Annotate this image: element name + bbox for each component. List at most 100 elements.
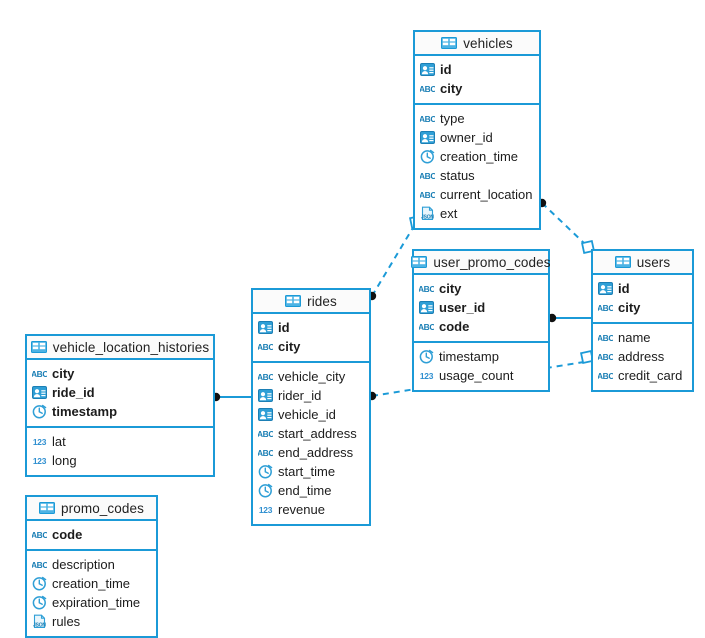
column-field[interactable]: expiration_time [27,593,156,612]
primary-key-field[interactable]: id [415,60,539,79]
primary-key-field[interactable]: ABCcity [415,79,539,98]
abc-icon: ABC [258,429,273,439]
abc-icon: ABC [258,448,273,458]
column-field[interactable]: rider_id [253,386,369,405]
column-field[interactable]: ABC credit_card [593,366,692,385]
column-field[interactable]: creation_time [27,574,156,593]
abc-icon: ABC [420,84,435,94]
id-card-icon [258,321,273,334]
entity-table-rides[interactable]: rides idABCcityABCvehicle_cityrider_idveh… [251,288,371,526]
primary-key-field[interactable]: timestamp [27,402,213,421]
field-name: owner_id [440,130,493,145]
svg-text:ABC: ABC [32,560,47,570]
column-field[interactable]: owner_id [415,128,539,147]
column-field[interactable]: JSON rules [27,612,156,631]
svg-text:ABC: ABC [598,333,613,343]
column-field[interactable]: ABC start_address [253,424,369,443]
entity-table-promo-codes[interactable]: promo_codesABCcodeABCdescription creation… [25,495,158,638]
primary-key-field[interactable]: ABCcode [27,525,156,544]
field-name: rules [52,614,81,629]
field-name: id [278,320,290,335]
primary-key-field[interactable]: ABCcode [414,317,548,336]
entity-header[interactable]: user_promo_codes [411,251,550,275]
field-name: ride_id [52,385,95,400]
column-field[interactable]: end_time [253,481,369,500]
entity-title: rides [307,293,337,309]
relationship-line [541,202,586,245]
column-field[interactable]: vehicle_id [253,405,369,424]
column-field[interactable]: ABCcurrent_location [415,185,539,204]
primary-key-field[interactable]: ABCcity [27,364,213,383]
primary-key-field-group: ABCcity ride_id timestamp [27,360,213,426]
primary-key-field[interactable]: user_id [414,298,548,317]
entity-header[interactable]: promo_codes [27,497,156,521]
json-file-icon: JSON [33,614,47,628]
primary-key-field[interactable]: ABCcity [593,298,692,317]
abc-icon: ABC [419,284,434,294]
id-card-icon [258,408,273,421]
primary-key-field[interactable]: id [593,279,692,298]
svg-text:ABC: ABC [598,352,613,362]
primary-key-field[interactable]: ride_id [27,383,213,402]
column-field[interactable]: timestamp [414,347,548,366]
entity-header[interactable]: vehicles [415,32,539,56]
field-name: end_time [278,483,332,498]
abc-icon: ABC [258,342,273,352]
primary-key-field[interactable]: ABCcity [253,337,369,356]
field-name: address [618,349,665,364]
svg-text:ABC: ABC [420,171,435,181]
svg-text:ABC: ABC [258,448,273,458]
primary-key-field-group: ABCcode [27,521,156,549]
field-name: lat [52,434,66,449]
column-field[interactable]: ABCdescription [27,555,156,574]
entity-header[interactable]: rides [253,290,369,314]
field-name: credit_card [618,368,683,383]
primary-key-field-group: idABCcity [415,56,539,103]
entity-table-vehicles[interactable]: vehiclesidABCcityABCtypeowner_idcreation… [413,30,541,230]
relationship-vehicle-location-histories-to-rides[interactable] [211,392,251,402]
svg-text:ABC: ABC [420,114,435,124]
entity-table-vehicle-location-histories[interactable]: vehicle_location_historiesABCcity ride_id… [25,334,215,477]
table-icon [411,256,428,268]
id-card-icon [598,282,613,295]
entity-table-users[interactable]: usersidABCcityABCnameABCaddressABCcredit… [591,249,694,392]
clock-icon [258,464,273,479]
svg-text:ABC: ABC [32,530,47,540]
field-name: start_address [278,426,357,441]
abc-icon: ABC [32,560,47,570]
column-field[interactable]: ABCname [593,328,692,347]
column-field-group: ABCnameABCaddressABCcredit_card [593,322,692,390]
entity-header[interactable]: users [593,251,692,275]
primary-key-field-group: idABCcity [253,314,369,361]
entity-header[interactable]: vehicle_location_histories [27,336,213,360]
primary-key-field[interactable]: id [253,318,369,337]
column-field[interactable]: ABC address [593,347,692,366]
field-name: creation_time [52,576,131,591]
id-card-icon [419,301,434,314]
entity-table-user-promo-codes[interactable]: user_promo_codesABCcityuser_idABCcodetim… [411,249,550,392]
relationship-vehicles-to-users[interactable] [537,198,595,254]
field-name: creation_time [440,149,519,164]
column-field[interactable]: ABCstatus [415,166,539,185]
column-field[interactable]: ABCvehicle_city [253,367,369,386]
clock-icon [32,595,47,610]
primary-key-field[interactable]: ABCcity [414,279,548,298]
id-card-icon [420,131,435,144]
field-name: user_id [439,300,486,315]
field-name: code [439,319,470,334]
column-field[interactable]: creation_time [415,147,539,166]
column-field[interactable]: ABCend_address [253,443,369,462]
column-field[interactable]: start_time [253,462,369,481]
svg-text:ABC: ABC [598,371,613,381]
column-field[interactable]: ABCtype [415,109,539,128]
relationship-user-promo-codes-to-users[interactable] [547,313,591,323]
clock-icon [419,349,434,364]
